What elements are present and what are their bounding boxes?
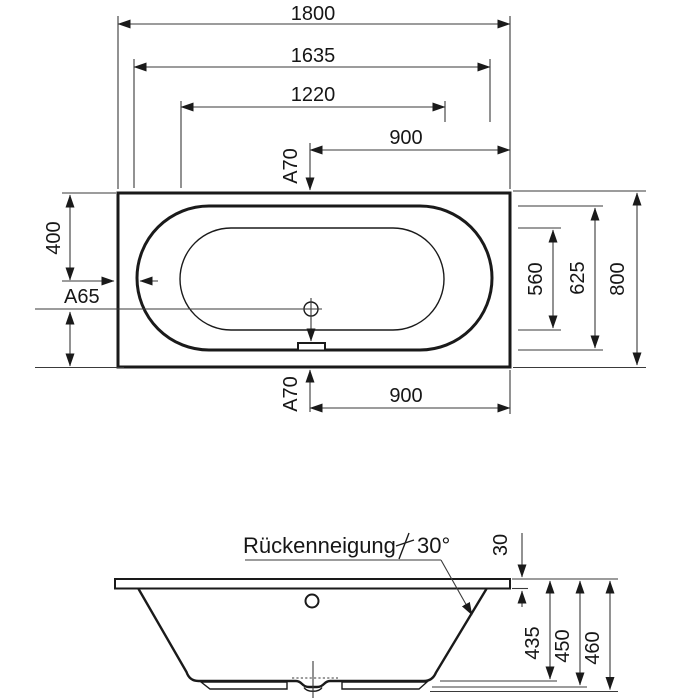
tub-rim-bar	[114, 578, 511, 590]
label-angle-30: 30°	[417, 533, 450, 558]
dim-460: 460	[582, 631, 604, 664]
label-rueckenneigung: Rückenneigung	[243, 533, 396, 558]
dim-625: 625	[567, 261, 589, 294]
side-view: Rückenneigung 30° 30 435 450 460	[114, 532, 618, 698]
top-view: 1800 1635 1220 900 A70 400 A65	[35, 3, 646, 414]
dim-560: 560	[525, 262, 547, 295]
overflow-fitting	[297, 342, 326, 352]
overflow-hole	[304, 593, 320, 609]
dim-a70-bottom: A70	[280, 376, 302, 412]
dim-1635: 1635	[291, 45, 336, 67]
dim-1220: 1220	[291, 84, 336, 106]
dim-450: 450	[552, 629, 574, 662]
dim-435: 435	[522, 626, 544, 659]
dim-a65: A65	[64, 286, 100, 308]
dim-900-bottom: 900	[389, 385, 422, 407]
dim-400: 400	[43, 221, 65, 254]
slope-leader-arrow	[440, 559, 473, 616]
dim-a70-top: A70	[280, 148, 302, 184]
slope-symbol-icon	[395, 532, 415, 560]
foot-pad-right	[341, 681, 429, 690]
foot-pad-left	[198, 681, 288, 690]
dim-1800: 1800	[291, 3, 336, 25]
dim-900-top: 900	[389, 127, 422, 149]
dim-30-rim: 30	[490, 534, 512, 556]
dim-800: 800	[607, 262, 629, 295]
